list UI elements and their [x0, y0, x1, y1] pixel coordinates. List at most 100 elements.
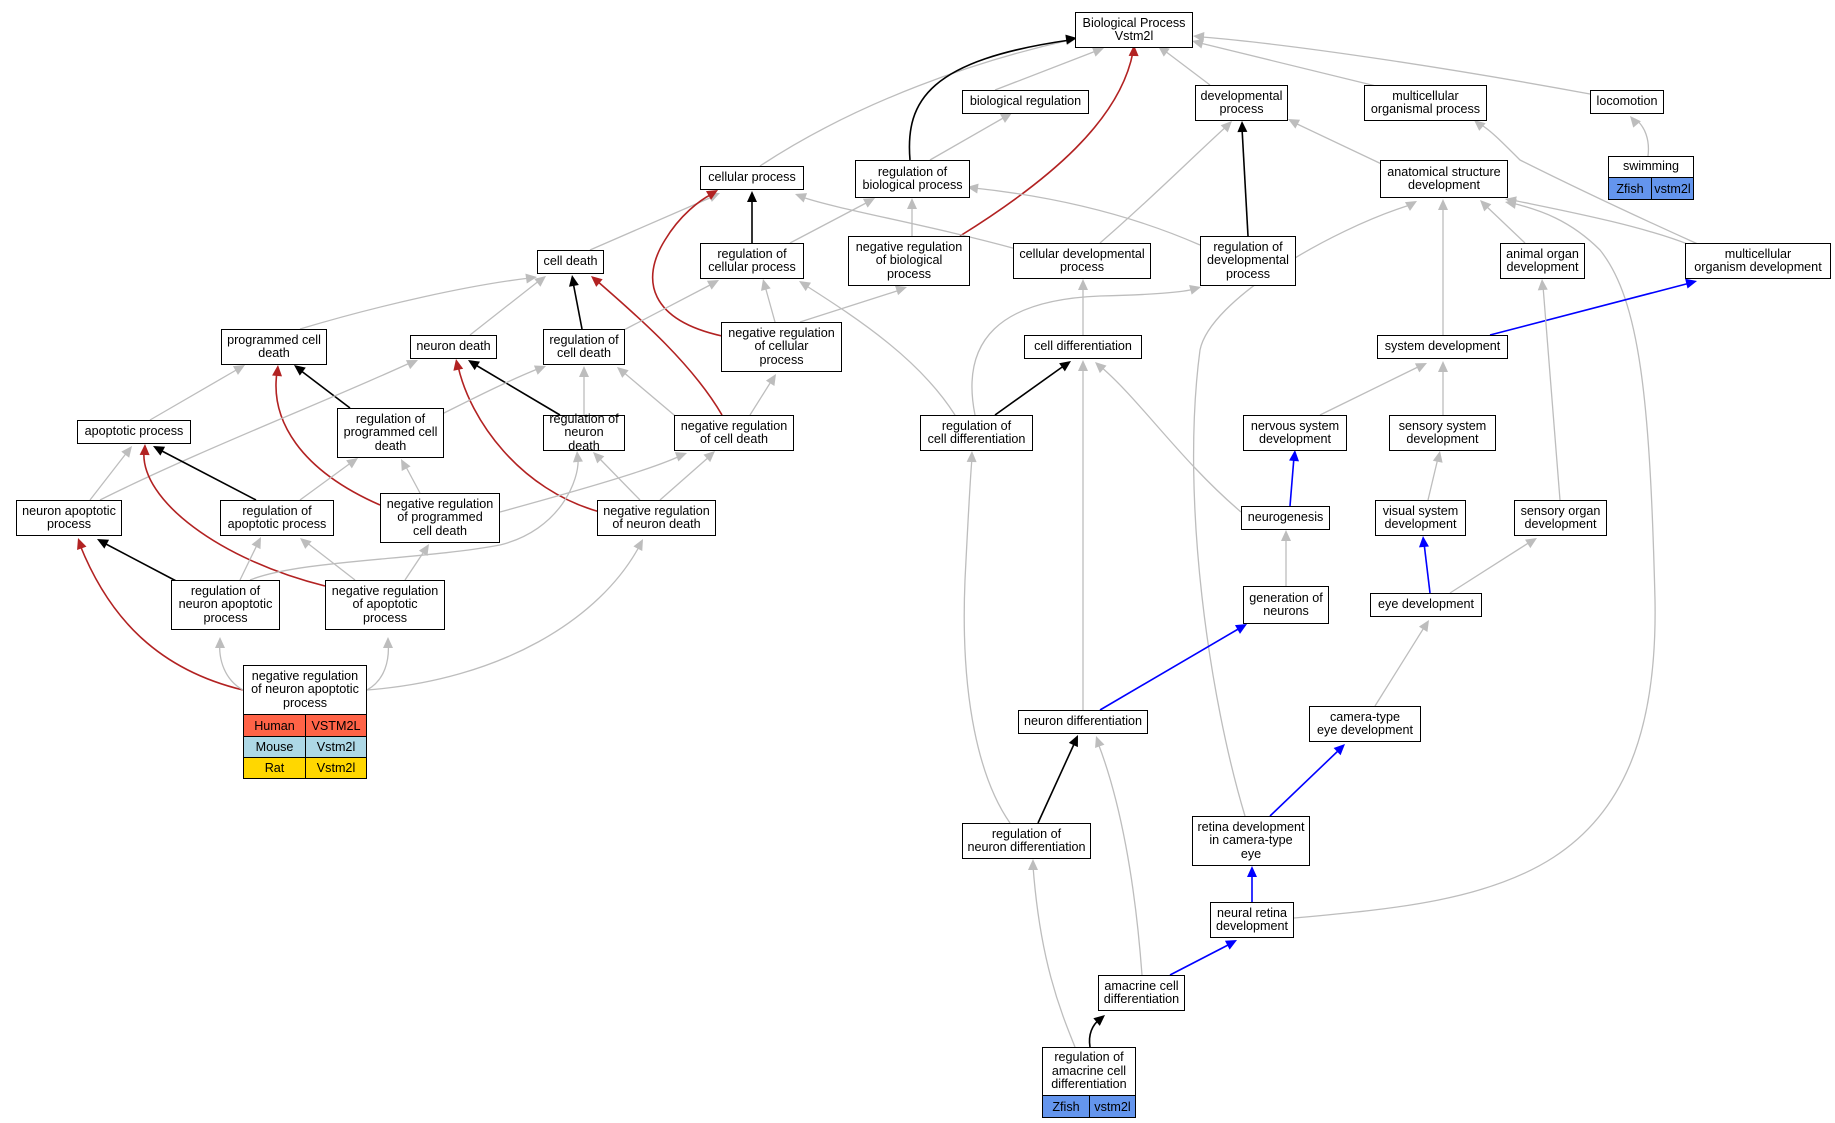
edge-regneurondeath-to-neurondeath [468, 360, 561, 416]
gene-cell[interactable]: Vstm2l [305, 737, 366, 757]
edge-locomotion-to-bp [1193, 31, 1591, 95]
node-cell-differentiation[interactable]: cell differentiation [1024, 335, 1142, 359]
node-regulation-of-cellular-process[interactable]: regulation of cellular process [700, 243, 804, 279]
node-eye-development[interactable]: eye development [1370, 593, 1482, 617]
edge-amacrine-to-neurondiff [1095, 736, 1143, 976]
node-negative-regulation-of-biological-process[interactable]: negative regulation of biological proces… [848, 236, 970, 286]
node-regulation-of-cell-death[interactable]: regulation of cell death [543, 329, 625, 365]
node-cell-death[interactable]: cell death [537, 250, 604, 274]
edge-negregneuronapop-to-regneuronapop [215, 637, 244, 691]
node-retina-development-in-camera-type-eye[interactable]: retina development in camera-type eye [1192, 816, 1310, 866]
edge-neurondiff-to-genneurons [1099, 624, 1247, 711]
edge-eyedev-to-visualdev [1418, 536, 1431, 594]
node-animal-organ-development[interactable]: animal organ development [1500, 243, 1585, 279]
edge-apoptotic-to-pcd [149, 365, 245, 421]
gene-table-title: swimming [1609, 157, 1693, 178]
edge-sensorydev-to-sysdev [1438, 361, 1448, 415]
node-programmed-cell-death[interactable]: programmed cell death [221, 329, 327, 365]
edge-regneuronapop-to-regapop [239, 537, 261, 581]
edge-neuronapop-to-apoptotic [89, 446, 132, 501]
edge-devproc-to-bp [1158, 46, 1211, 86]
node-negative-regulation-of-neuron-death[interactable]: negative regulation of neuron death [597, 500, 716, 536]
node-multicellular-organism-development[interactable]: multicellular organism development [1685, 243, 1831, 279]
gene-cell[interactable]: vstm2l [1651, 178, 1693, 199]
edge-regneurondiff-to-neurondiff [1037, 735, 1078, 824]
gene-row: Mouse Vstm2l [244, 736, 366, 757]
edge-negregpcd-to-pcd [272, 365, 381, 506]
node-negative-regulation-of-cell-death[interactable]: negative regulation of cell death [674, 415, 794, 451]
node-neuron-death[interactable]: neuron death [410, 335, 497, 359]
node-regulation-of-cell-differentiation[interactable]: regulation of cell differentiation [920, 415, 1033, 451]
edge-visualdev-to-sensorydev [1427, 451, 1443, 501]
node-generation-of-neurons[interactable]: generation of neurons [1243, 586, 1329, 624]
edge-celldevproc-to-devproc [1099, 121, 1232, 244]
edge-celldevproc-to-cellproc [795, 193, 1021, 251]
edge-negregapop-to-apoptotic [139, 444, 326, 587]
node-neuron-apoptotic-process[interactable]: neuron apoptotic process [16, 500, 122, 536]
node-sensory-organ-development[interactable]: sensory organ development [1514, 500, 1607, 536]
edge-neuronapop-to-neurondeath [99, 360, 418, 501]
gene-cell[interactable]: vstm2l [1089, 1096, 1135, 1117]
node-regulation-of-neuron-differentiation[interactable]: regulation of neuron differentiation [962, 823, 1091, 859]
node-multicellular-organismal-process[interactable]: multicellular organismal process [1364, 85, 1487, 121]
edge-neuralretina-to-anatdev [1293, 198, 1656, 919]
node-regulation-of-apoptotic-process[interactable]: regulation of apoptotic process [220, 500, 334, 536]
gene-table-swimming[interactable]: swimming Zfish vstm2l [1608, 156, 1694, 200]
node-sensory-system-development[interactable]: sensory system development [1389, 415, 1496, 451]
node-cellular-process[interactable]: cellular process [700, 166, 804, 190]
node-locomotion[interactable]: locomotion [1590, 90, 1664, 114]
species-cell: Zfish [1609, 178, 1651, 199]
edge-negregcell-to-cellproc [651, 190, 723, 337]
edge-celldeath-to-cellproc [589, 192, 720, 251]
node-anatomical-structure-development[interactable]: anatomical structure development [1380, 160, 1508, 198]
edge-regcell-to-cellproc [747, 191, 757, 243]
node-camera-type-eye-development[interactable]: camera-type eye development [1309, 706, 1421, 742]
node-nervous-system-development[interactable]: nervous system development [1243, 415, 1347, 451]
node-regulation-of-developmental-process[interactable]: regulation of developmental process [1200, 236, 1296, 286]
edge-multiorgdev-to-multiproc [1474, 120, 1701, 246]
node-regulation-of-programmed-cell-death[interactable]: regulation of programmed cell death [337, 408, 444, 458]
edge-swimming-to-locomotion [1630, 116, 1650, 157]
gene-cell[interactable]: VSTM2L [305, 715, 366, 736]
edge-negregpcd-to-negregcelldeath [499, 452, 687, 513]
edge-negregbio-to-regbio [907, 198, 917, 236]
edge-regneurondeath-to-regcelldeath [579, 366, 589, 415]
node-regulation-of-neuron-death[interactable]: regulation of neuron death [543, 412, 625, 453]
node-biological-regulation[interactable]: biological regulation [962, 90, 1089, 114]
edge-negregneuronapop-to-neuronapop [77, 538, 244, 691]
species-cell: Rat [244, 758, 305, 778]
node-amacrine-cell-differentiation[interactable]: amacrine cell differentiation [1098, 975, 1185, 1011]
edge-neurondiff-to-celldiff [1078, 360, 1088, 710]
node-negative-regulation-of-cellular-process[interactable]: negative regulation of cellular process [721, 322, 842, 372]
edge-negregapop-to-negregpcd [404, 544, 429, 581]
node-visual-system-development[interactable]: visual system development [1375, 500, 1466, 536]
node-neuron-differentiation[interactable]: neuron differentiation [1018, 710, 1148, 734]
node-neural-retina-development[interactable]: neural retina development [1210, 902, 1294, 938]
node-regulation-of-biological-process[interactable]: regulation of biological process [855, 160, 970, 198]
edge-regneuronapop-to-regneurondeath [249, 451, 583, 581]
edge-regcell-to-regbio [789, 198, 875, 244]
node-system-development[interactable]: system development [1377, 335, 1508, 359]
node-negative-regulation-of-apoptotic-process[interactable]: negative regulation of apoptotic process [325, 580, 445, 630]
node-apoptotic-process[interactable]: apoptotic process [77, 420, 191, 444]
gene-cell[interactable]: Vstm2l [305, 758, 366, 778]
edge-regpcd-to-pcd [294, 365, 351, 409]
node-regulation-of-neuron-apoptotic-process[interactable]: regulation of neuron apoptotic process [171, 580, 280, 630]
gene-table-regulation-of-amacrine-cell-differentiation[interactable]: regulation of amacrine cell differentiat… [1042, 1047, 1136, 1118]
edge-regcelldeath-to-celldeath [568, 275, 583, 330]
edge-negregcell-to-negregbio [799, 285, 907, 323]
node-cellular-developmental-process[interactable]: cellular developmental process [1013, 243, 1151, 279]
node-biological-process[interactable]: Biological Process Vstm2l [1075, 12, 1193, 48]
edge-multiproc-to-bp [1192, 38, 1381, 88]
species-cell: Mouse [244, 737, 305, 757]
node-negative-regulation-of-programmed-cell-death[interactable]: negative regulation of programmed cell d… [380, 493, 500, 543]
node-developmental-process[interactable]: developmental process [1195, 85, 1288, 121]
edge-regcelldeath-to-regcell [619, 280, 719, 333]
edge-regamacrine-to-regneurondiff [1028, 859, 1076, 1048]
edge-sysdev-to-multiorgdev [1489, 278, 1697, 336]
gene-table-negative-regulation-of-neuron-apoptotic-process[interactable]: negative regulation of neuron apoptotic … [243, 665, 367, 779]
node-neurogenesis[interactable]: neurogenesis [1241, 506, 1330, 530]
edge-negregneurondeath-to-regneurondeath [593, 452, 641, 501]
